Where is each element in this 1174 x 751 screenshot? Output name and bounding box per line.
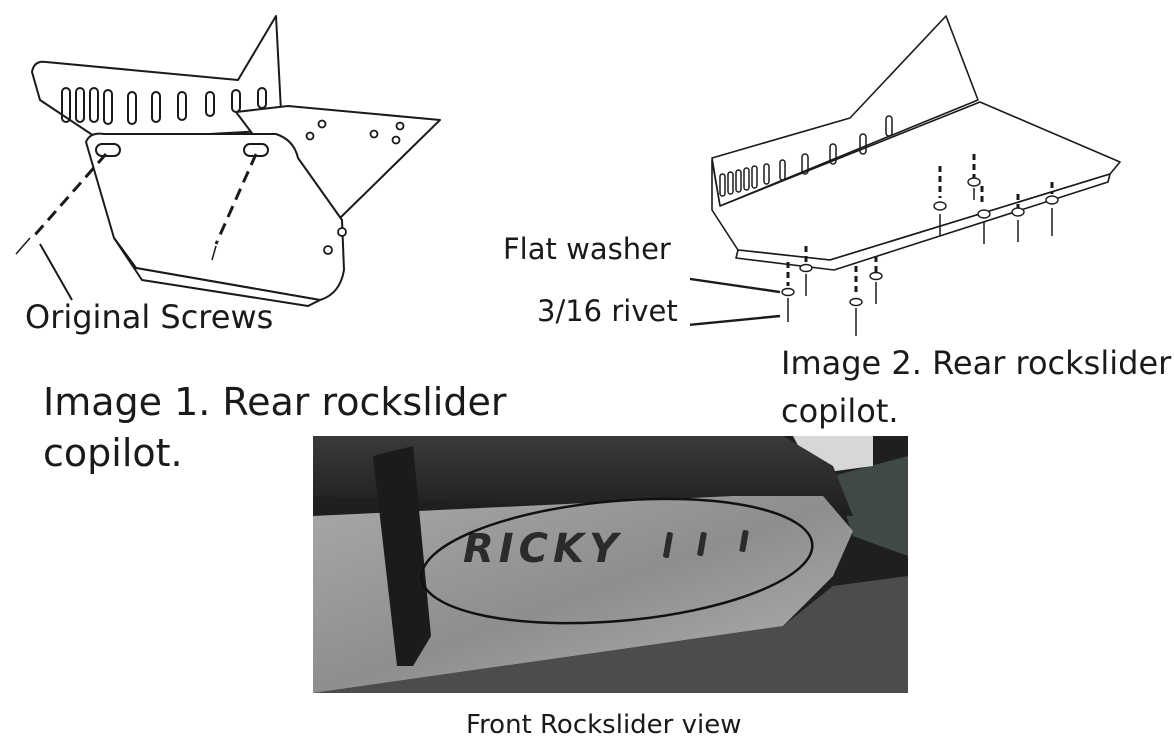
image2-caption-line2: copilot. (781, 392, 899, 430)
image1-caption-line2: copilot. (43, 431, 183, 475)
rockslider-plate-drawing-1 (15, 15, 441, 307)
highlight-ellipse (420, 497, 814, 625)
original-screws-label: Original Screws (25, 298, 274, 336)
rockslider-plate-drawing-2 (690, 15, 1121, 336)
photo-ricky-logo: RICKY (463, 526, 623, 572)
front-rockslider-photo-art: RICKY (313, 436, 908, 693)
image2-drawing (690, 10, 1130, 340)
front-rockslider-caption: Front Rockslider view (466, 710, 742, 740)
rivet-label: 3/16 rivet (537, 294, 678, 328)
image2-caption-line1: Image 2. Rear rockslider (781, 344, 1172, 382)
flat-washer-label: Flat washer (503, 232, 671, 266)
image1-drawing (10, 10, 460, 310)
image1-caption-line1: Image 1. Rear rockslider (43, 380, 507, 424)
front-rockslider-photo: RICKY (313, 436, 908, 693)
